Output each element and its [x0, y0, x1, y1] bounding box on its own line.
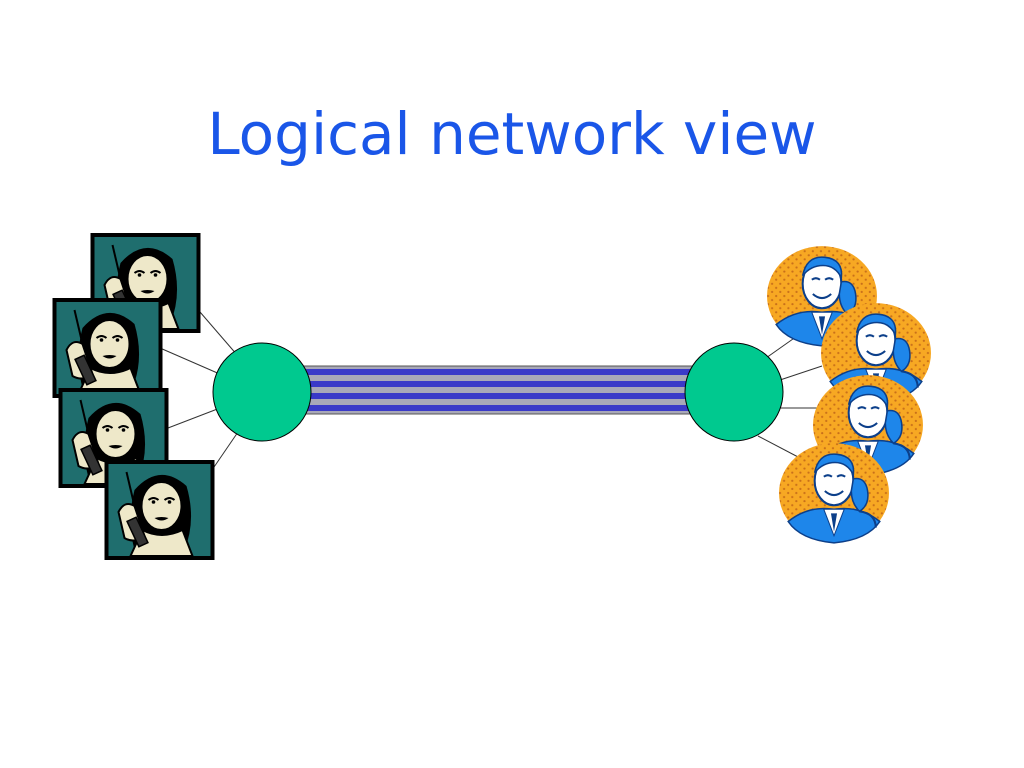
page-title: Logical network view: [207, 100, 817, 168]
woman-on-phone-icon: [52, 298, 163, 398]
trunk-channel: [300, 393, 700, 399]
left-access-links: [159, 311, 239, 471]
left-switch-node: [212, 342, 312, 442]
trunk-channels: [300, 369, 700, 411]
right-access-links: [757, 333, 823, 459]
woman-on-phone-icon: [104, 460, 215, 560]
trunk-channel: [300, 369, 700, 375]
trunk-channel: [300, 405, 700, 411]
right-users: [766, 245, 932, 544]
left-users: [52, 233, 215, 560]
trunk-link: [299, 365, 701, 415]
trunk-channel: [300, 381, 700, 387]
right-switch-node: [684, 342, 784, 442]
man-on-phone-icon: [778, 442, 890, 544]
